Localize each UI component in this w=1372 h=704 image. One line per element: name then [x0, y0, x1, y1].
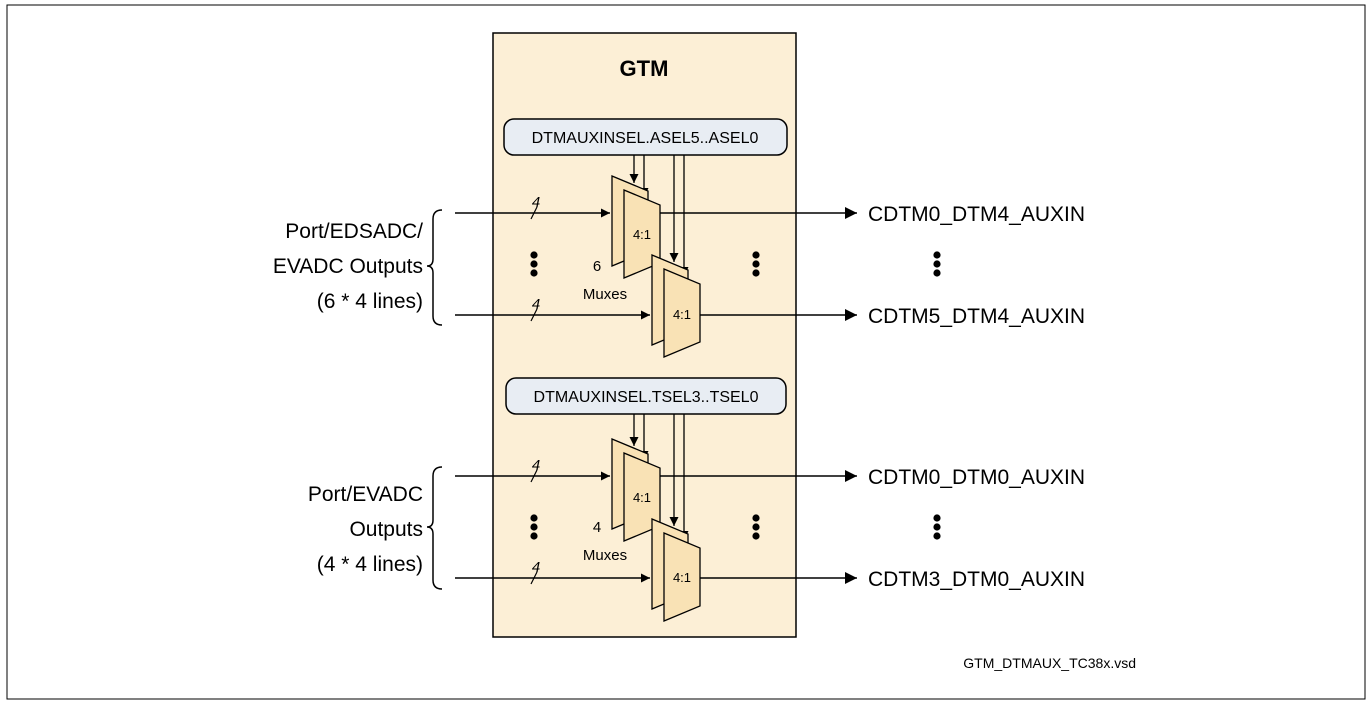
output-label: CDTM0_DTM4_AUXIN: [868, 203, 1085, 226]
input-label-line: (6 * 4 lines): [317, 290, 423, 313]
bus-slash: [530, 571, 538, 585]
input-label-line: Port/EVADC: [308, 483, 423, 506]
mux-word: Muxes: [583, 286, 627, 303]
bus-width-label: 4: [532, 194, 540, 211]
gtm-title: GTM: [620, 56, 669, 81]
file-name: GTM_DTMAUX_TC38x.vsd: [963, 655, 1136, 671]
mux: [663, 532, 701, 622]
output-label: CDTM0_DTM0_AUXIN: [868, 466, 1085, 489]
bus-width-label: 4: [532, 559, 540, 576]
mux-ratio-label: 4:1: [633, 227, 651, 242]
input-label-line: Outputs: [349, 518, 423, 541]
bus-slash: [530, 206, 538, 220]
input-label-line: Port/EDSADC/: [285, 220, 423, 243]
mux-count: 6: [593, 258, 601, 275]
input-brace: [426, 466, 443, 590]
bus-slash: [530, 308, 538, 322]
output-label: CDTM5_DTM4_AUXIN: [868, 305, 1085, 328]
select-lines: [629, 414, 689, 540]
bus-width-label: 4: [532, 457, 540, 474]
input-label-line: (4 * 4 lines): [317, 553, 423, 576]
select-register-label: DTMAUXINSEL.TSEL3..TSEL0: [534, 389, 759, 406]
bus-width-label: 4: [532, 296, 540, 313]
output-label: CDTM3_DTM0_AUXIN: [868, 568, 1085, 591]
mux-word: Muxes: [583, 547, 627, 564]
select-register-box: [503, 118, 788, 156]
bus-slash: [530, 469, 538, 483]
mux: [663, 268, 701, 358]
ellipsis-dots: [530, 251, 941, 277]
section-tsel: DTMAUXINSEL.TSEL3..TSEL0 4:1 4:1 4 4 CDT…: [308, 377, 1085, 622]
input-label-line: EVADC Outputs: [273, 255, 423, 278]
section-asel: DTMAUXINSEL.ASEL5..ASEL0 4:1 4:1 4 4 CDT…: [273, 118, 1085, 358]
input-brace: [426, 209, 443, 326]
mux-ratio-label: 4:1: [673, 307, 691, 322]
select-register-label: DTMAUXINSEL.ASEL5..ASEL0: [532, 130, 759, 147]
select-register-box: [505, 377, 787, 415]
mux-ratio-label: 4:1: [633, 490, 651, 505]
mux-count: 4: [593, 519, 601, 536]
ellipsis-dots: [530, 514, 941, 540]
select-lines: [629, 155, 689, 276]
mux-ratio-label: 4:1: [673, 570, 691, 585]
